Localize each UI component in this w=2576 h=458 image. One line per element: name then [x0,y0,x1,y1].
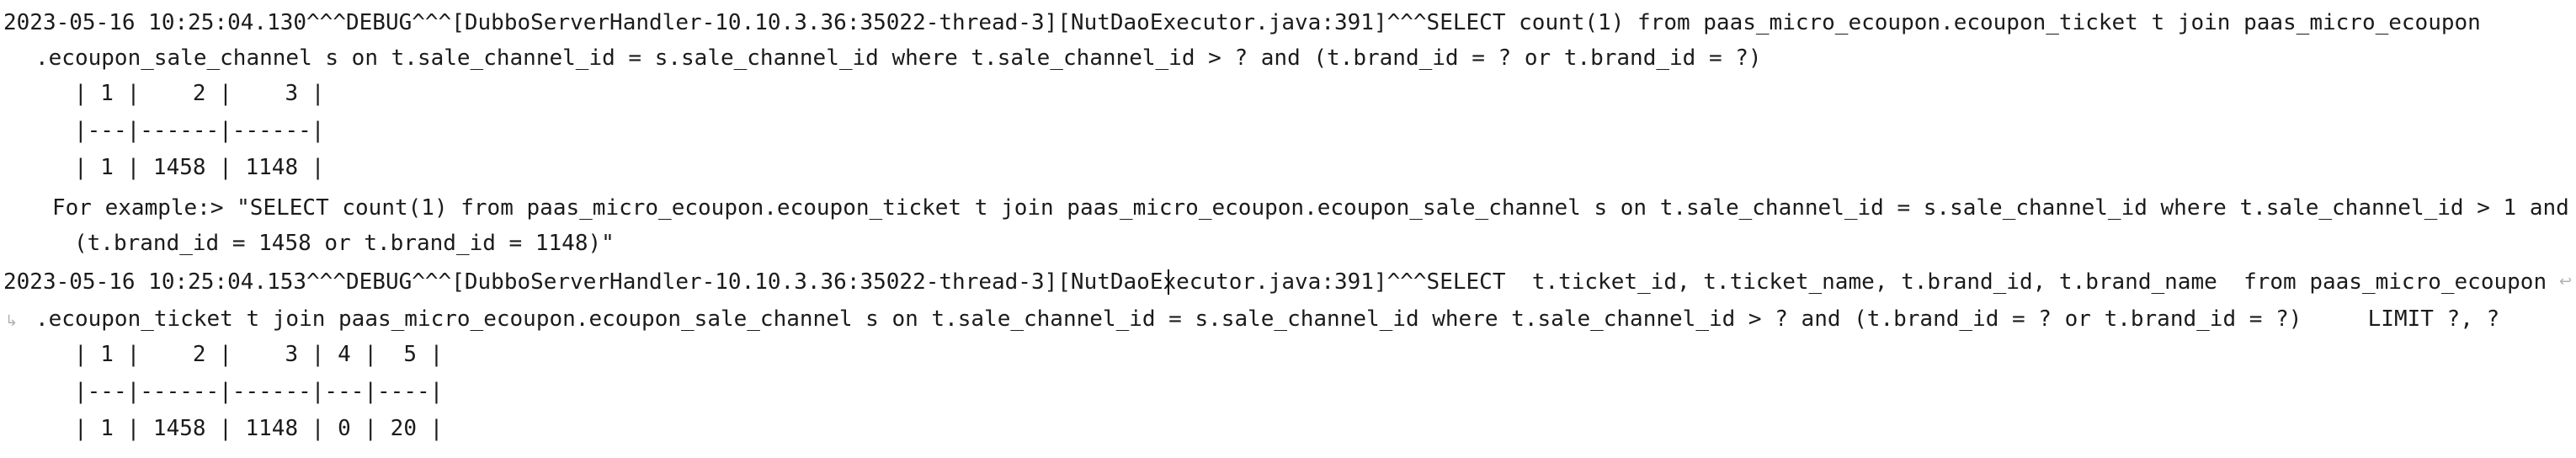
param-table-2-values: | 1 | 1458 | 1148 | 0 | 20 | [74,416,444,441]
param-table-1-header: | 1 | 2 | 3 | [74,81,325,106]
log-line-2-continuation: .ecoupon_ticket t join paas_micro_ecoupo… [35,306,2500,332]
log-line-1-continuation: .ecoupon_sale_channel s on t.sale_channe… [35,45,1762,71]
soft-wrap-end-icon: ↩ [2559,273,2573,290]
log-line-1-header: 2023-05-16 10:25:04.130^^^DEBUG^^^[Dubbo… [3,10,2481,35]
param-table-1-values: | 1 | 1458 | 1148 | [74,155,325,180]
example-sql-continuation: (t.brand_id = 1458 or t.brand_id = 1148)… [74,231,615,256]
param-table-2-separator: |---|------|------|---|----| [74,379,444,404]
soft-wrap-start-icon: ↳ [5,312,19,330]
example-sql-line: For example:> "SELECT count(1) from paas… [52,195,2569,221]
param-table-2-header: | 1 | 2 | 3 | 4 | 5 | [74,342,444,367]
param-table-1-separator: |---|------|------| [74,118,325,143]
text-cursor [1168,269,1169,295]
log-line-2-header: 2023-05-16 10:25:04.153^^^DEBUG^^^[Dubbo… [3,269,2547,295]
